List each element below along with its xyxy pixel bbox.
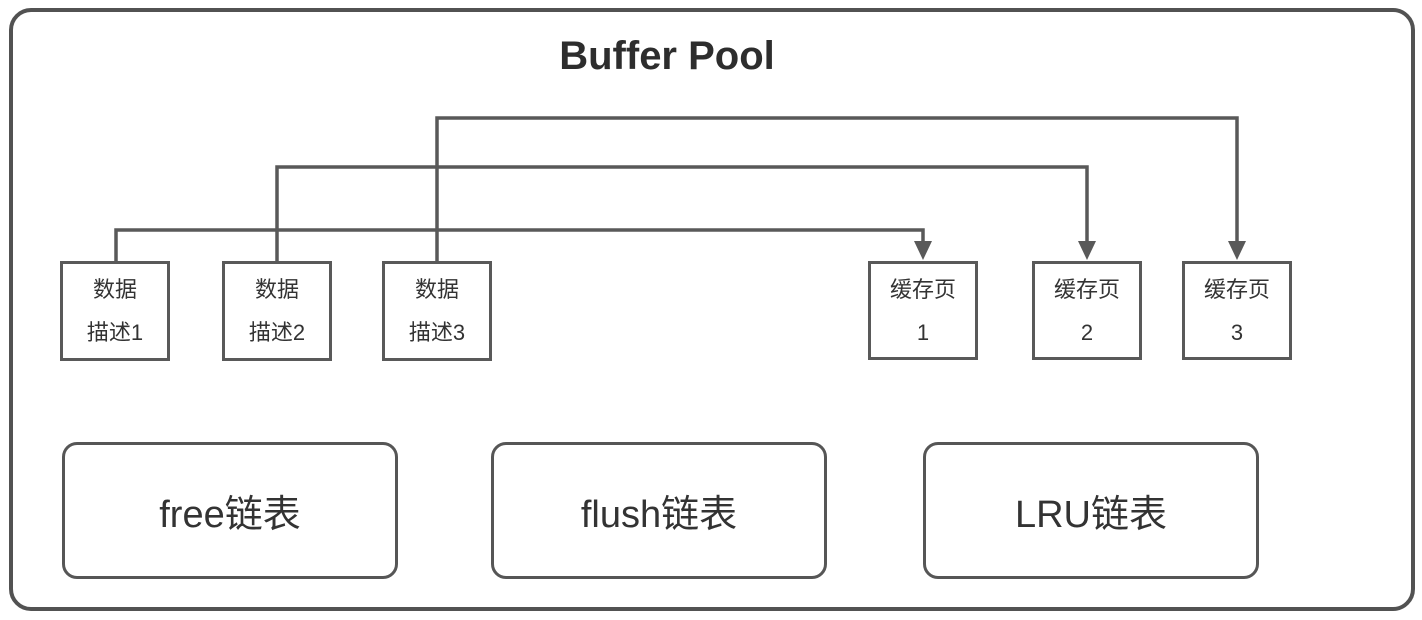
free-list-box: free链表	[62, 442, 398, 579]
control-block-1-line1: 数据	[92, 277, 137, 302]
cache-page-3-line1: 缓存页	[1203, 276, 1270, 302]
flush-list-box: flush链表	[491, 442, 827, 579]
free-list-label: free链表	[159, 494, 301, 536]
control-block-2-line2: 描述2	[248, 320, 306, 345]
lru-list-label: LRU链表	[1014, 494, 1168, 536]
control-block-box-2: 数据 描述2	[222, 261, 332, 361]
control-block-box-1: 数据 描述1	[60, 261, 170, 361]
diagram-title: Buffer Pool	[559, 34, 775, 78]
cache-page-1-line2: 1	[916, 319, 930, 345]
cache-page-box-1: 缓存页 1	[868, 261, 978, 360]
lru-list-box: LRU链表	[923, 442, 1259, 579]
cache-page-3-line2: 3	[1230, 319, 1244, 345]
cache-page-box-2: 缓存页 2	[1032, 261, 1142, 360]
cache-page-2-line1: 缓存页	[1053, 276, 1120, 302]
cache-page-1-line1: 缓存页	[889, 276, 956, 302]
flush-list-label: flush链表	[580, 494, 738, 536]
cache-page-2-line2: 2	[1080, 319, 1094, 345]
control-block-box-3: 数据 描述3	[382, 261, 492, 361]
control-block-2-line1: 数据	[254, 277, 299, 302]
control-block-3-line2: 描述3	[408, 320, 466, 345]
control-block-3-line1: 数据	[414, 277, 459, 302]
control-block-1-line2: 描述1	[86, 320, 144, 345]
cache-page-box-3: 缓存页 3	[1182, 261, 1292, 360]
